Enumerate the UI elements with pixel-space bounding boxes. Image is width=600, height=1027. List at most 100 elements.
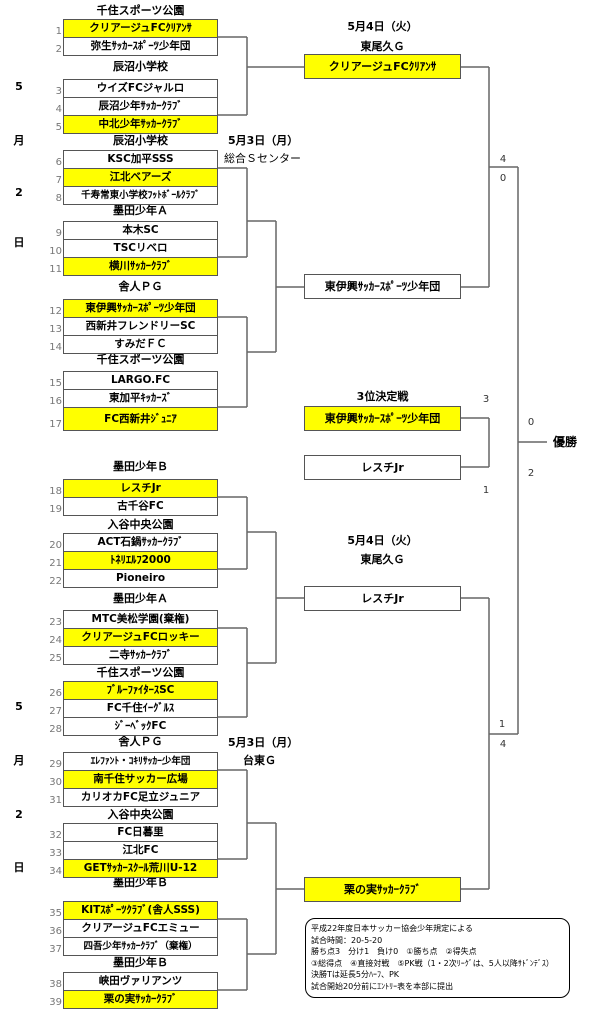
team-number: 32	[49, 830, 62, 841]
team-row: 24 クリアージュFCロッキー	[49, 628, 218, 647]
team-row: 25 二寺ｻｯｶｰｸﾗﾌﾞ	[49, 646, 218, 665]
side-label: 日	[13, 236, 25, 249]
venue-label: 墨田少年Ｂ	[113, 956, 168, 969]
team-number: 11	[49, 264, 62, 275]
lower-day1-date: 5月3日（月）	[228, 736, 299, 749]
team-number: 22	[49, 576, 62, 587]
upper-day2-date: 5月4日（火）	[347, 20, 418, 33]
team-name: クリアージュFCロッキー	[81, 631, 200, 643]
venue-label: 入谷中央公園	[107, 518, 174, 531]
team-name: 辰沼少年ｻｯｶｰｸﾗﾌﾞ	[98, 100, 183, 112]
side-label: 月	[13, 754, 25, 767]
venue-label: 墨田少年Ａ	[113, 592, 168, 605]
venue-label: 辰沼小学校	[113, 134, 168, 147]
team-number: 15	[49, 378, 62, 389]
rules-note-box: 平成22年度日本サッカー協会少年規定による 試合時間：20-5-20 勝ち点3 …	[305, 918, 570, 998]
side-label: 5	[15, 80, 23, 93]
rule-line: 試合時間：20-5-20	[311, 935, 383, 945]
team-name: KSC加平SSS	[107, 153, 174, 165]
venue-label: 墨田少年Ａ	[113, 204, 168, 217]
lower-day2-venue: 東尾久Ｇ	[360, 553, 405, 566]
team-name: KITｽﾎﾟｰﾂｸﾗﾌﾞ(舎人SSS)	[81, 904, 200, 916]
team-number: 39	[49, 997, 62, 1008]
team-name: 西新井フレンドリーSC	[85, 320, 196, 332]
side-label: 2	[15, 186, 23, 199]
lower-day2-date: 5月4日（火）	[347, 534, 418, 547]
team-number: 16	[49, 396, 62, 407]
team-number: 23	[49, 617, 62, 628]
venue-label: 千住スポーツ公園	[96, 353, 185, 366]
team-row: 35 KITｽﾎﾟｰﾂｸﾗﾌﾞ(舎人SSS)	[49, 901, 218, 920]
side-label: 月	[13, 134, 25, 147]
rule-line: 平成22年度日本サッカー協会少年規定による	[311, 924, 473, 933]
team-name: FC千住ｲｰｸﾞﾙｽ	[106, 702, 175, 714]
team-number: 25	[49, 653, 62, 664]
team-name: ｼﾞｰﾍﾞｯｸFC	[114, 720, 167, 732]
upper-semifinal-team: 東伊興ｻｯｶｰｽﾎﾟｰﾂ少年団	[304, 274, 461, 299]
team-name: 千寿常東小学校ﾌｯﾄﾎﾞｰﾙｸﾗﾌﾞ	[81, 190, 200, 201]
venue-label: 千住スポーツ公園	[96, 4, 185, 17]
lower-semifinal-score: 4	[499, 739, 507, 750]
team-number: 29	[49, 759, 62, 770]
third-place-score: 3	[482, 394, 490, 405]
team-number: 31	[49, 795, 62, 806]
team-name: ウイズFCジャルロ	[96, 82, 185, 94]
team-name: カリオカFC足立ジュニア	[80, 791, 201, 803]
team-number: 33	[49, 848, 62, 859]
lower-semifinal-team: レスチJr	[304, 586, 461, 611]
team-name: 四吾少年ｻｯｶｰｸﾗﾌﾞ（棄権）	[83, 941, 198, 952]
team-number: 35	[49, 908, 62, 919]
venue-label: 千住スポーツ公園	[96, 666, 185, 679]
team-row: 28 ｼﾞｰﾍﾞｯｸFC	[49, 717, 218, 736]
team-number: 12	[49, 306, 62, 317]
team-name: ﾌﾞﾙｰﾌｧｲﾀｰｽSC	[106, 684, 175, 696]
team-name: ﾄﾈﾘｴﾙﾌ2000	[110, 554, 171, 566]
venue-label: 舎人ＰＧ	[118, 280, 163, 293]
team-number: 28	[49, 724, 62, 735]
team-number: 24	[49, 635, 62, 646]
team-name: 二寺ｻｯｶｰｸﾗﾌﾞ	[109, 649, 172, 661]
team-name: クリアージュFCエミュー	[81, 922, 200, 934]
team-name: 弥生ｻｯｶｰｽﾎﾟｰﾂ少年団	[90, 40, 191, 52]
team-name: LARGO.FC	[110, 374, 171, 386]
team-number: 2	[55, 44, 62, 55]
side-label: 日	[13, 861, 25, 874]
team-row: 31 カリオカFC足立ジュニア	[49, 788, 218, 807]
team-number: 4	[55, 104, 62, 115]
lower-semifinal-team: 栗の実ｻｯｶｰｸﾗﾌﾞ	[304, 877, 461, 902]
upper-semifinal-score: 4	[499, 154, 507, 165]
side-label: 2	[15, 808, 23, 821]
team-number: 9	[55, 228, 62, 239]
team-number: 1	[55, 26, 62, 37]
team-name: ACT石鍋ｻｯｶｰｸﾗﾌﾞ	[97, 536, 184, 548]
team-name: 横川ｻｯｶｰｸﾗﾌﾞ	[109, 260, 172, 272]
team-number: 34	[49, 866, 62, 877]
rule-line: 決勝Tは延長5分ﾊｰﾌ、PK	[311, 970, 400, 979]
upper-day1-venue: 総合Ｓセンター	[224, 152, 301, 165]
upper-semifinal-score: 0	[499, 173, 507, 184]
team-row: 2 弥生ｻｯｶｰｽﾎﾟｰﾂ少年団	[56, 37, 218, 56]
